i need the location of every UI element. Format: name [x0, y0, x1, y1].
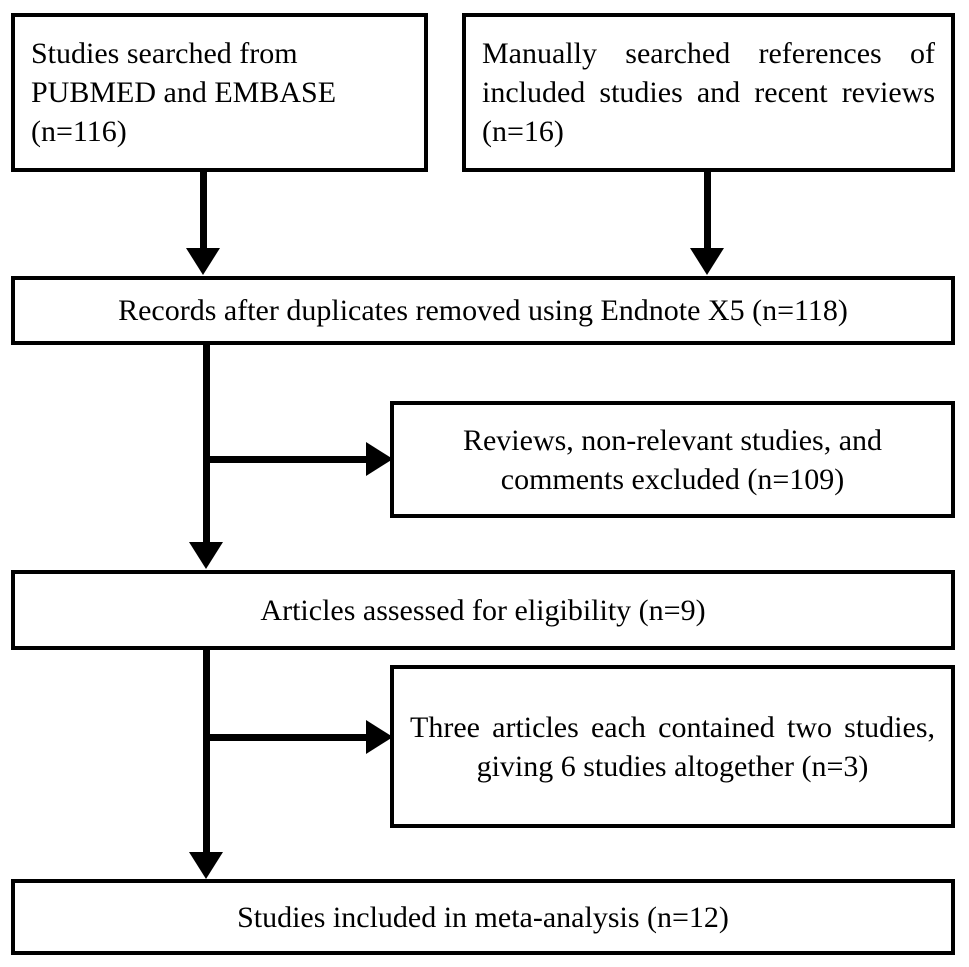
connector-eligibility-to-multiple-arrowhead — [366, 720, 393, 754]
node-articles-eligibility: Articles assessed for eligibility (n=9) — [11, 570, 955, 650]
connector-records-to-eligibility-arrowhead — [189, 542, 223, 569]
connector-records-to-excluded-arrowhead — [366, 442, 393, 476]
node-records-excluded-text: Reviews, non-relevant studies, and comme… — [462, 423, 883, 496]
node-records-excluded: Reviews, non-relevant studies, and comme… — [390, 401, 955, 518]
node-identification-database: Studies searched from PUBMED and EMBASE … — [11, 13, 428, 172]
node-studies-included: Studies included in meta-analysis (n=12) — [11, 879, 955, 955]
connector-eligibility-trunk-line — [203, 650, 210, 853]
node-identification-manual-text: Manually searched references of included… — [482, 37, 935, 148]
connector-database-to-records-line — [200, 172, 207, 249]
connector-records-to-excluded-line — [203, 456, 368, 463]
node-articles-eligibility-text: Articles assessed for eligibility (n=9) — [260, 593, 706, 627]
connector-eligibility-to-included-arrowhead — [189, 852, 223, 879]
node-articles-multiple-studies: Three articles each contained two studie… — [390, 665, 955, 828]
connector-manual-to-records-arrowhead — [690, 248, 724, 275]
connector-manual-to-records-line — [704, 172, 711, 249]
node-records-deduplicated: Records after duplicates removed using E… — [11, 276, 955, 345]
connector-records-trunk-line — [203, 345, 210, 543]
connector-eligibility-to-multiple-line — [203, 734, 368, 741]
node-identification-manual: Manually searched references of included… — [462, 13, 955, 172]
node-identification-database-text: Studies searched from PUBMED and EMBASE … — [31, 37, 337, 148]
node-studies-included-text: Studies included in meta-analysis (n=12) — [237, 900, 729, 934]
node-articles-multiple-studies-text: Three articles each contained two studie… — [410, 710, 935, 783]
node-records-deduplicated-text: Records after duplicates removed using E… — [118, 294, 848, 327]
connector-database-to-records-arrowhead — [186, 248, 220, 275]
